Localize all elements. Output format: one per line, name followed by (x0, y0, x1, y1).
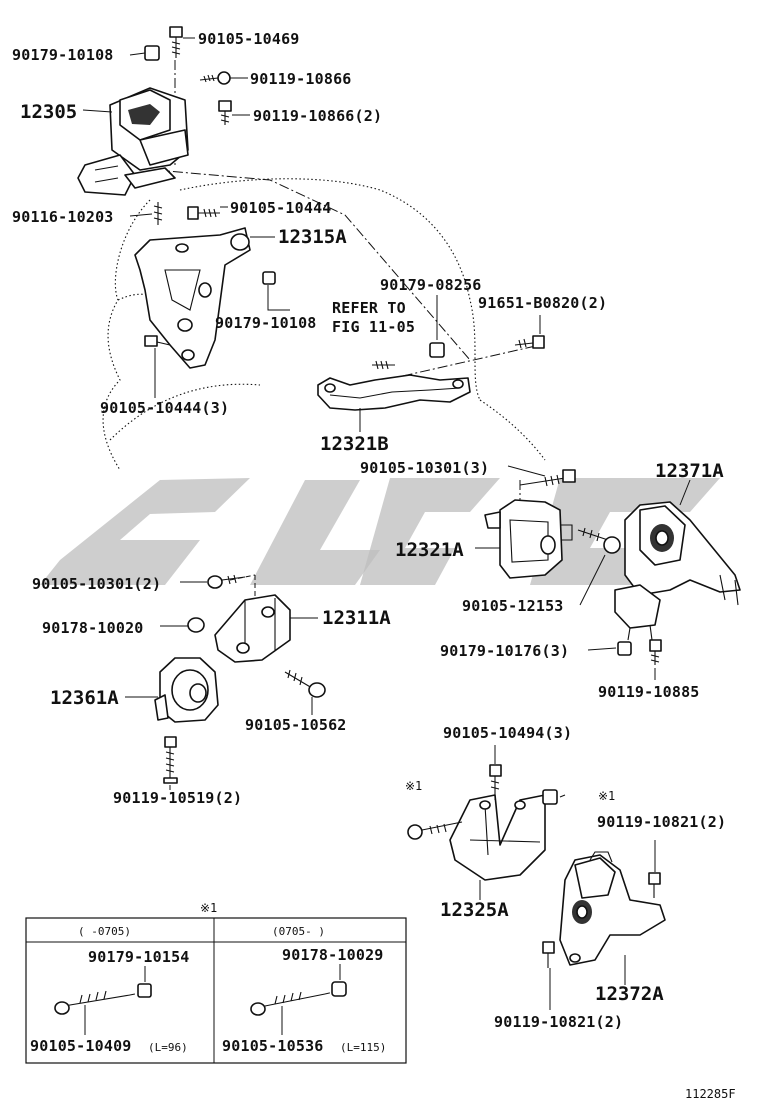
bolt-90119-10821-2-bot (542, 941, 555, 968)
label-12305: 12305 (20, 101, 77, 123)
bolt-90105-10469 (169, 26, 183, 58)
bolt-90105-10301-2 (207, 574, 246, 589)
axis-line-bracket (384, 344, 541, 381)
label-12361A: 12361A (50, 687, 119, 709)
label-note1-left: ※1 (405, 779, 422, 793)
table-col1-nut: 90179-10154 (88, 948, 190, 966)
table-col1-length: (L=96) (148, 1041, 188, 1054)
label-refer-to: REFER TO (332, 299, 406, 317)
bolt-90119-10519-2 (163, 736, 178, 784)
engine-mount-12372A (559, 851, 666, 966)
table-col1-bolt: 90105-10409 (30, 1037, 132, 1055)
label-90119-10519-2: 90119-10519(2) (113, 789, 242, 807)
bolt-90119-10866 (199, 71, 231, 85)
bracket-12321A (484, 499, 573, 579)
nut-90179-10176-3 (617, 641, 632, 656)
stud-90116-10203 (153, 202, 163, 225)
label-12315A: 12315A (278, 226, 347, 248)
leader-lines (82, 37, 691, 1010)
label-note1-right: ※1 (598, 789, 615, 803)
part-labels: 90179-10108 90105-10469 90119-10866 1230… (12, 30, 736, 1101)
nut-note1-right (542, 789, 558, 805)
bracket-12325A (449, 794, 546, 881)
bolt-90119-10821-2-top (648, 872, 661, 898)
label-90105-10301-2: 90105-10301(2) (32, 575, 161, 593)
watermark-logo (40, 478, 720, 585)
bolt-91651-B0820-2 (514, 335, 545, 349)
label-90105-10301-3: 90105-10301(3) (360, 459, 489, 477)
axis-line-mid (154, 169, 471, 361)
label-90105-10494-3: 90105-10494(3) (443, 724, 572, 742)
table-title: ※1 (200, 901, 217, 915)
label-12372A: 12372A (595, 983, 664, 1005)
label-90119-10821-2-top: 90119-10821(2) (597, 813, 726, 831)
label-12321A: 12321A (395, 539, 464, 561)
table-col2-length: (L=115) (340, 1041, 386, 1054)
label-90179-10108-mid: 90179-10108 (215, 314, 317, 332)
label-90105-10444: 90105-10444 (230, 199, 332, 217)
label-90105-10444-3: 90105-10444(3) (100, 399, 229, 417)
label-90178-10020: 90178-10020 (42, 619, 144, 637)
bolt-90119-10866-2 (218, 100, 232, 125)
label-fig-11-05: FIG 11-05 (332, 318, 415, 336)
label-90119-10866: 90119-10866 (250, 70, 352, 88)
table-col2-header: (0705- ) (272, 925, 325, 938)
nut-90179-10108-mid (262, 271, 276, 285)
bolt-90119-10885 (649, 639, 662, 665)
label-90119-10885: 90119-10885 (598, 683, 700, 701)
label-90116-10203: 90116-10203 (12, 208, 114, 226)
label-12321B: 12321B (320, 433, 389, 455)
bracket-12311A (214, 594, 291, 663)
figure-code: 112285F (685, 1087, 736, 1101)
bolt-90105-12153 (577, 527, 621, 554)
bolt-note1-left (407, 821, 463, 840)
bolt-90105-10444 (187, 206, 220, 220)
nut-90178-10020 (187, 617, 205, 633)
label-12311A: 12311A (322, 607, 391, 629)
bolt-90105-10444-3 (144, 335, 171, 347)
label-90119-10821-2-bot: 90119-10821(2) (494, 1013, 623, 1031)
label-90119-10866-2: 90119-10866(2) (253, 107, 382, 125)
engine-mount-12361A (154, 657, 219, 723)
bracket-12315A (134, 227, 251, 369)
label-90179-10176-3: 90179-10176(3) (440, 642, 569, 660)
table-col1-header: ( -0705) (78, 925, 131, 938)
label-12325A: 12325A (440, 899, 509, 921)
engine-mount-12305 (77, 87, 189, 196)
engine-mount-12371A (614, 501, 741, 641)
label-90105-10562: 90105-10562 (245, 716, 347, 734)
table-col2-nut: 90178-10029 (282, 946, 384, 964)
bolt-90105-10494-3 (489, 764, 502, 800)
stud-refer-fig-11-05 (372, 360, 395, 370)
bolt-90105-10562 (284, 669, 326, 698)
label-12371A: 12371A (655, 460, 724, 482)
bracket-12321B (317, 374, 471, 411)
label-90179-08256: 90179-08256 (380, 276, 482, 294)
label-90105-10469: 90105-10469 (198, 30, 300, 48)
nut-90179-08256 (429, 342, 445, 358)
note1-table: ※1 ( -0705) (0705- ) 90179-10154 90105-1… (25, 901, 407, 1064)
table-col2-bolt: 90105-10536 (222, 1037, 324, 1055)
label-90105-12153: 90105-12153 (462, 597, 564, 615)
bolt-90105-10301-3 (519, 469, 576, 487)
label-91651-B0820-2: 91651-B0820(2) (478, 294, 607, 312)
label-90179-10108-top: 90179-10108 (12, 46, 114, 64)
nut-90179-10108-top (144, 45, 160, 61)
